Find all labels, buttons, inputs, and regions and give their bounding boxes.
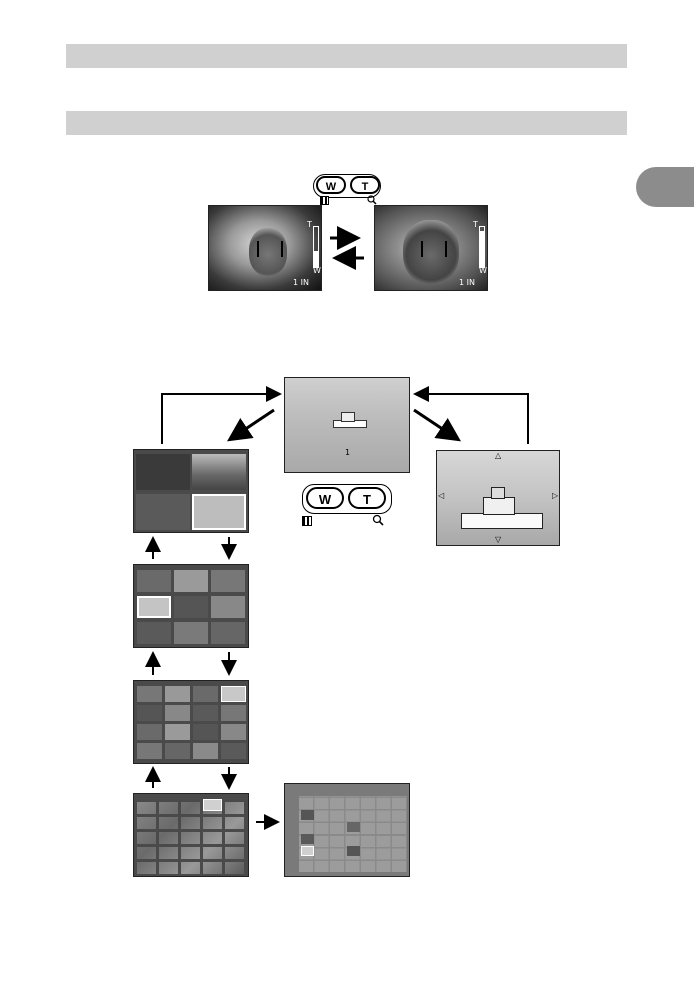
arrow-to-single-right [417, 394, 528, 444]
arrow-to-index-icon [232, 410, 274, 438]
arrow-to-closeup-icon [414, 410, 456, 438]
